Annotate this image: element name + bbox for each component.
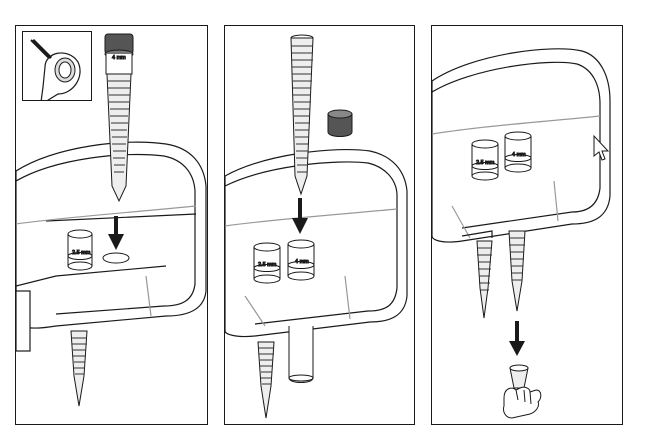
cup-label-left: 2.5 mm [258, 262, 277, 268]
tube-below [288, 326, 314, 383]
arrow-down-icon [108, 216, 124, 250]
cup-4mm: 4 mm [287, 239, 315, 281]
speculum-icon: 4 mm [104, 33, 134, 203]
cup-label-2-5mm: 2.5 mm [72, 250, 91, 256]
cursor-icon [593, 134, 610, 161]
panel-2-illustration: 2.5 mm 4 mm [225, 34, 408, 419]
cup-2-5mm: 2.5 mm [471, 139, 499, 181]
speculum-holder-base [432, 48, 611, 243]
speculum-below [257, 341, 275, 419]
speculum-holder-base [225, 149, 408, 338]
speculum-left [476, 240, 493, 319]
panel-1-illustration: 2.5 mm 4 mm [16, 33, 207, 407]
panel-step-1: 2.5 mm 4 mm [15, 25, 208, 425]
arrow-down-icon [509, 321, 525, 356]
speculum-right [508, 230, 526, 312]
cup-label-right: 4 mm [512, 152, 526, 158]
otoscope-icon [30, 38, 81, 100]
panel-step-2: 2.5 mm 4 mm [224, 25, 415, 425]
empty-slot [102, 252, 130, 264]
cup-label-right: 4 mm [295, 259, 309, 265]
arrow-down-icon [292, 198, 308, 234]
speculum-icon [290, 34, 314, 196]
cup-label-left: 2.5 mm [476, 160, 495, 166]
cap-icon [327, 109, 353, 137]
speculum-below [70, 330, 88, 407]
cup-2-5mm: 2.5 mm [253, 242, 281, 284]
cap-tip-label: 4 mm [112, 55, 126, 61]
otoscope-inset [22, 31, 92, 101]
cup-2-5mm: 2.5 mm [67, 229, 93, 271]
panel-3-illustration: 2.5 mm 4 mm [432, 48, 611, 419]
panel-step-3: 2.5 mm 4 mm [431, 25, 623, 425]
hand-icon [503, 364, 542, 419]
cup-4mm: 4 mm [504, 131, 532, 173]
